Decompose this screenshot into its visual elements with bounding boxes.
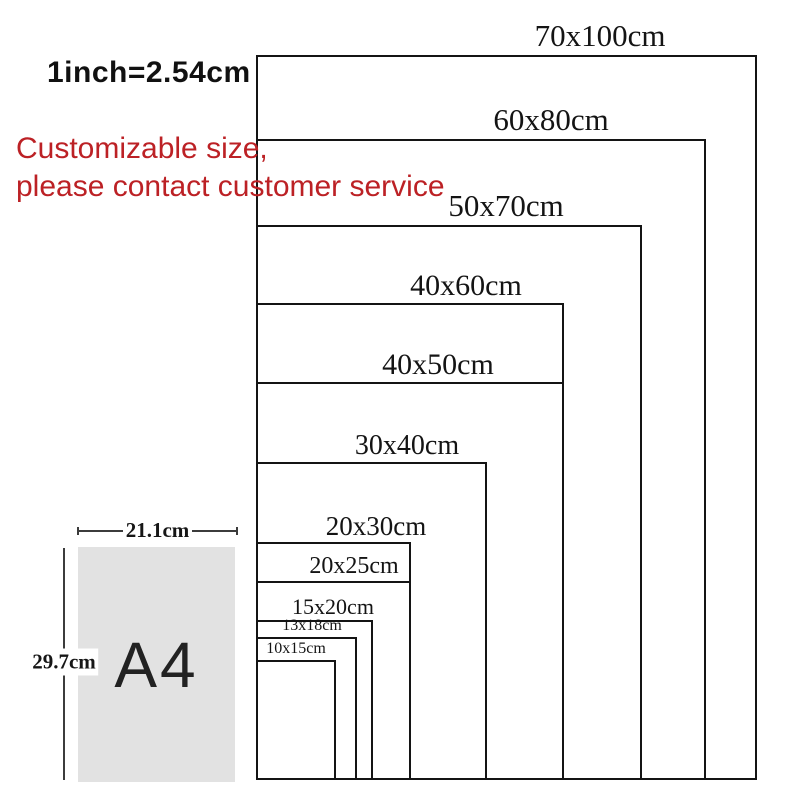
size-label-15x20cm: 15x20cm <box>292 593 374 619</box>
size-label-70x100cm: 70x100cm <box>534 18 666 54</box>
size-label-13x18cm: 13x18cm <box>282 617 342 635</box>
a4-width-dimension-line-left <box>79 530 123 532</box>
a4-width-dimension: 21.1cm <box>77 517 238 542</box>
custom-size-notice-line1: Customizable size, <box>16 132 268 165</box>
size-label-40x50cm: 40x50cm <box>382 347 494 381</box>
size-label-40x60cm: 40x60cm <box>410 268 522 302</box>
size-label-10x15cm: 10x15cm <box>266 640 326 658</box>
inch-conversion-note: 1inch=2.54cm <box>47 56 251 89</box>
size-rectangle-10x15cm <box>256 660 336 780</box>
a4-paper: A4 <box>78 547 235 782</box>
size-label-20x30cm: 20x30cm <box>325 510 427 541</box>
a4-width-dimension-label: 21.1cm <box>125 517 190 542</box>
size-label-50x70cm: 50x70cm <box>448 188 564 224</box>
a4-label: A4 <box>114 628 199 701</box>
a4-width-dimension-line-right <box>192 530 237 532</box>
size-label-60x80cm: 60x80cm <box>493 102 609 138</box>
size-label-30x40cm: 30x40cm <box>354 429 460 461</box>
size-label-20x25cm: 20x25cm <box>309 552 399 579</box>
custom-size-notice-line2: please contact customer service <box>16 170 445 203</box>
custom-size-notice: Customizable size, please contact custom… <box>16 130 445 206</box>
a4-height-dimension-label: 29.7cm <box>30 648 98 676</box>
